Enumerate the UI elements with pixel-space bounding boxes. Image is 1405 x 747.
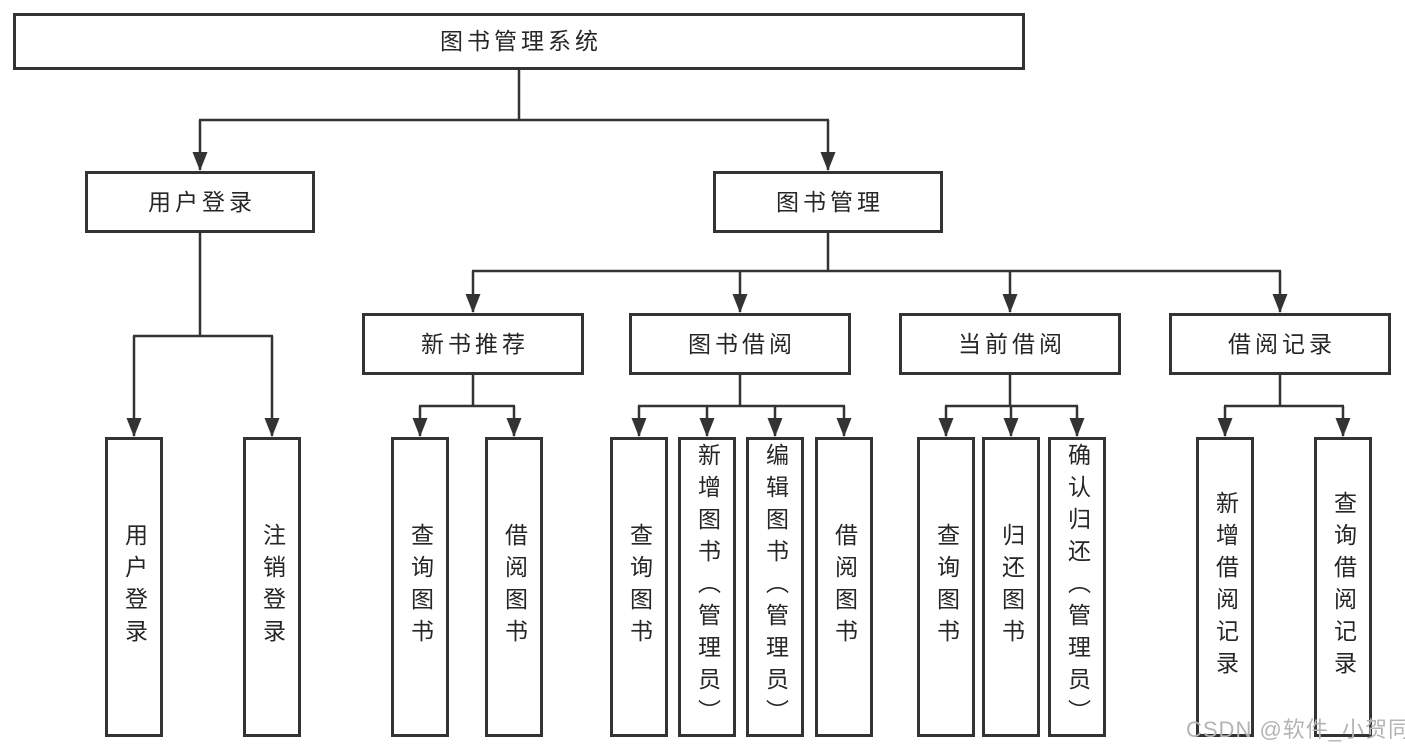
- leaf-borrow-books-recommend: 借阅图书: [485, 437, 543, 737]
- leaf-user-login: 用户登录: [105, 437, 163, 737]
- node-book-management: 图书管理: [713, 171, 943, 233]
- leaf-query-books-borrowing: 查询图书: [610, 437, 668, 737]
- leaf-query-borrow-record: 查询借阅记录: [1314, 437, 1372, 737]
- node-new-book-recommend: 新书推荐: [362, 313, 584, 375]
- node-book-borrowing: 图书借阅: [629, 313, 851, 375]
- leaf-borrow-books-borrowing: 借阅图书: [815, 437, 873, 737]
- leaf-query-books-current: 查询图书: [917, 437, 975, 737]
- leaf-add-book-admin: 新增图书（管理员）: [678, 437, 736, 737]
- connector-trunk-lines: [133, 70, 1344, 408]
- leaf-confirm-return-admin: 确认归还（管理员）: [1048, 437, 1106, 737]
- node-borrow-records: 借阅记录: [1169, 313, 1391, 375]
- connector-arrows: [126, 120, 1351, 437]
- leaf-add-borrow-record: 新增借阅记录: [1196, 437, 1254, 737]
- leaf-logout: 注销登录: [243, 437, 301, 737]
- leaf-return-book: 归还图书: [982, 437, 1040, 737]
- watermark: CSDN @软件_小贺同学: [1186, 717, 1405, 742]
- leaf-edit-book-admin: 编辑图书（管理员）: [746, 437, 804, 737]
- node-user-login: 用户登录: [85, 171, 315, 233]
- node-library-system: 图书管理系统: [13, 13, 1025, 70]
- node-current-borrowing: 当前借阅: [899, 313, 1121, 375]
- leaf-query-books-recommend: 查询图书: [391, 437, 449, 737]
